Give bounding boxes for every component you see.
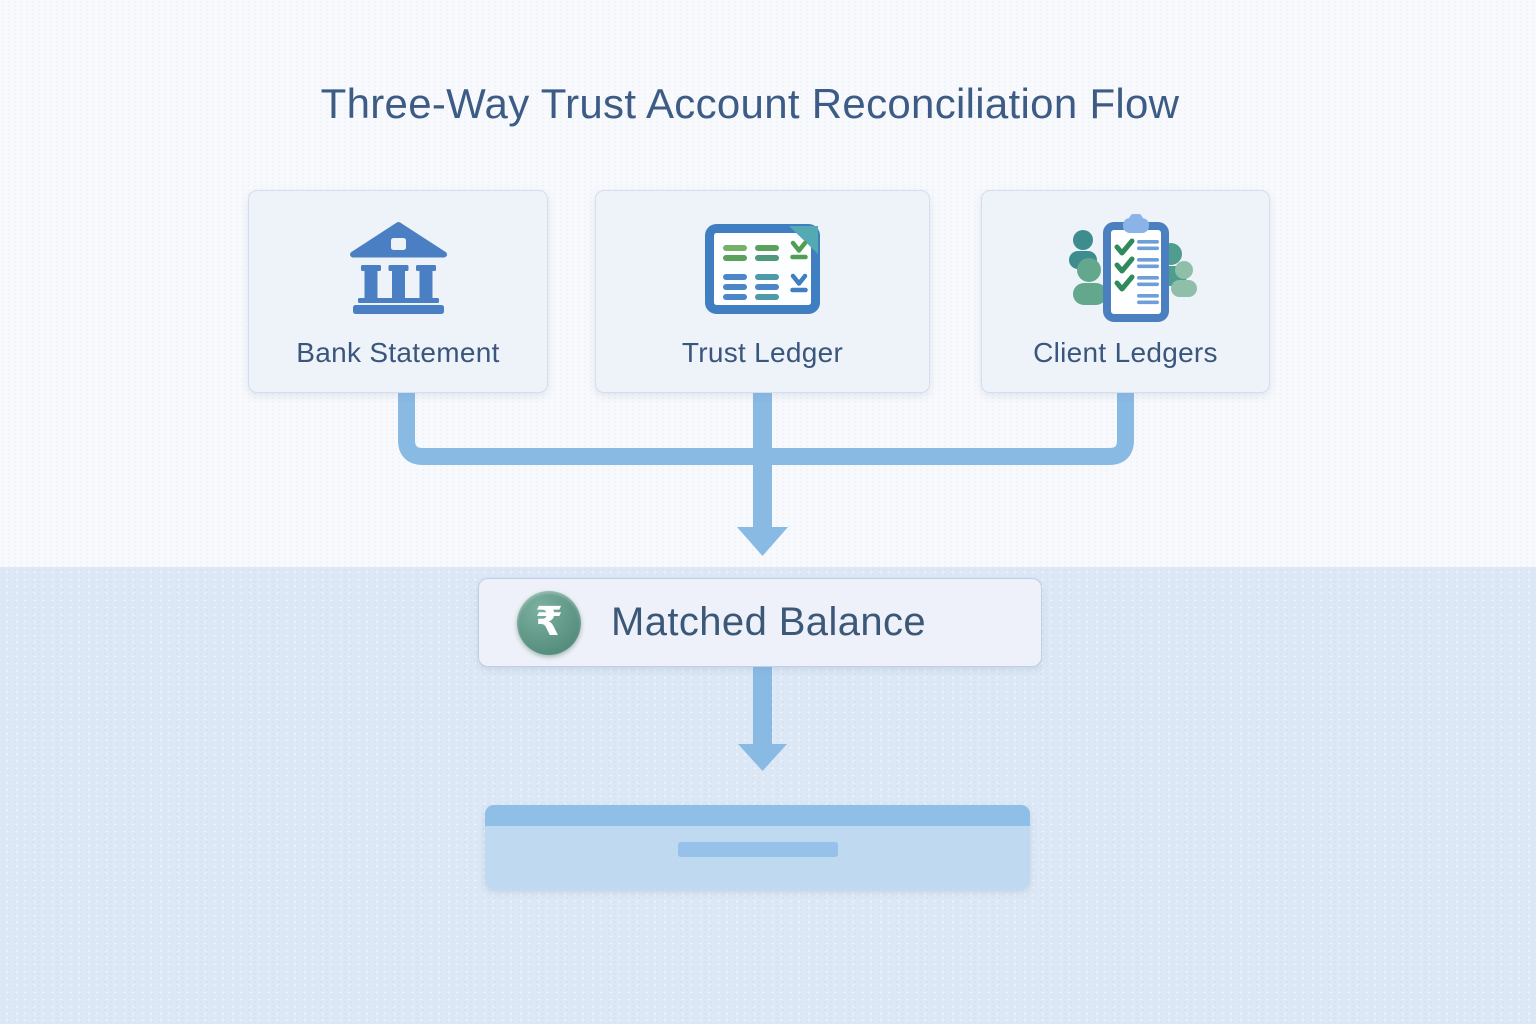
card-label-client-ledgers: Client Ledgers — [1033, 336, 1218, 368]
trust-ledger-icon — [705, 215, 820, 323]
matched-balance-label: Matched Balance — [611, 600, 927, 644]
summary-panel-header-band — [485, 805, 1030, 826]
source-card-client-ledgers: Client Ledgers — [981, 190, 1270, 393]
source-card-trust-ledger: Trust Ledger — [595, 190, 930, 393]
rupee-coin-icon: ₹ — [517, 590, 581, 655]
card-label-trust-ledger: Trust Ledger — [681, 336, 844, 368]
matched-balance-node: ₹ Matched Balance — [478, 578, 1042, 667]
diagram-title: Three-Way Trust Account Reconciliation F… — [320, 80, 1180, 127]
summary-panel-placeholder-bar — [677, 842, 838, 857]
summary-panel — [485, 805, 1030, 889]
bank-icon — [346, 215, 451, 323]
result-arrow-head — [738, 744, 787, 771]
rupee-symbol: ₹ — [535, 598, 563, 645]
source-card-bank-statement: Bank Statement — [248, 190, 548, 393]
merge-connector-line — [398, 388, 1134, 465]
card-label-bank-statement: Bank Statement — [296, 336, 500, 368]
client-ledgers-icon — [1051, 213, 1201, 323]
center-arrow-head — [737, 527, 788, 556]
